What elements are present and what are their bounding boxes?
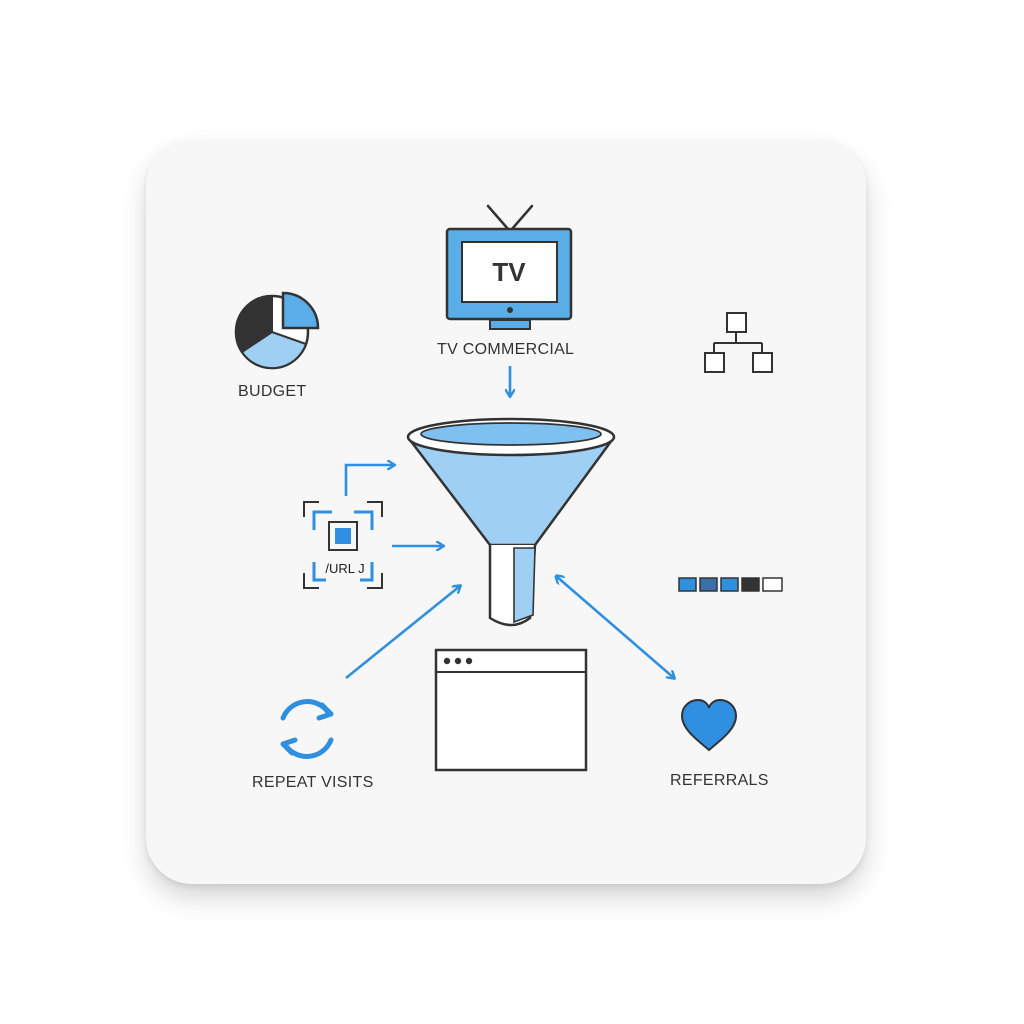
org-chart-icon: [704, 312, 773, 373]
browser-window-icon: [434, 648, 588, 772]
repeat-visits-label: REPEAT VISITS: [252, 774, 374, 791]
pie-chart-icon: [234, 291, 320, 370]
budget-label: BUDGET: [238, 383, 307, 400]
heart-icon: [680, 698, 738, 752]
referrals-label: REFERRALS: [670, 772, 769, 789]
arrow-funnel-referrals: [556, 576, 674, 678]
tv-screen-text: TV: [492, 257, 526, 287]
arrow-repeat-to-funnel: [345, 586, 460, 680]
refresh-icon: [280, 699, 334, 759]
progress-blocks-icon: [678, 577, 783, 592]
qr-code-icon: [303, 501, 383, 589]
funnel-icon: [406, 417, 616, 627]
qr-url-text: /URL J: [325, 561, 364, 576]
tv-commercial-label: TV COMMERCIAL: [437, 341, 575, 358]
tv-icon: [445, 204, 573, 330]
arrow-qr-upper: [344, 465, 394, 496]
